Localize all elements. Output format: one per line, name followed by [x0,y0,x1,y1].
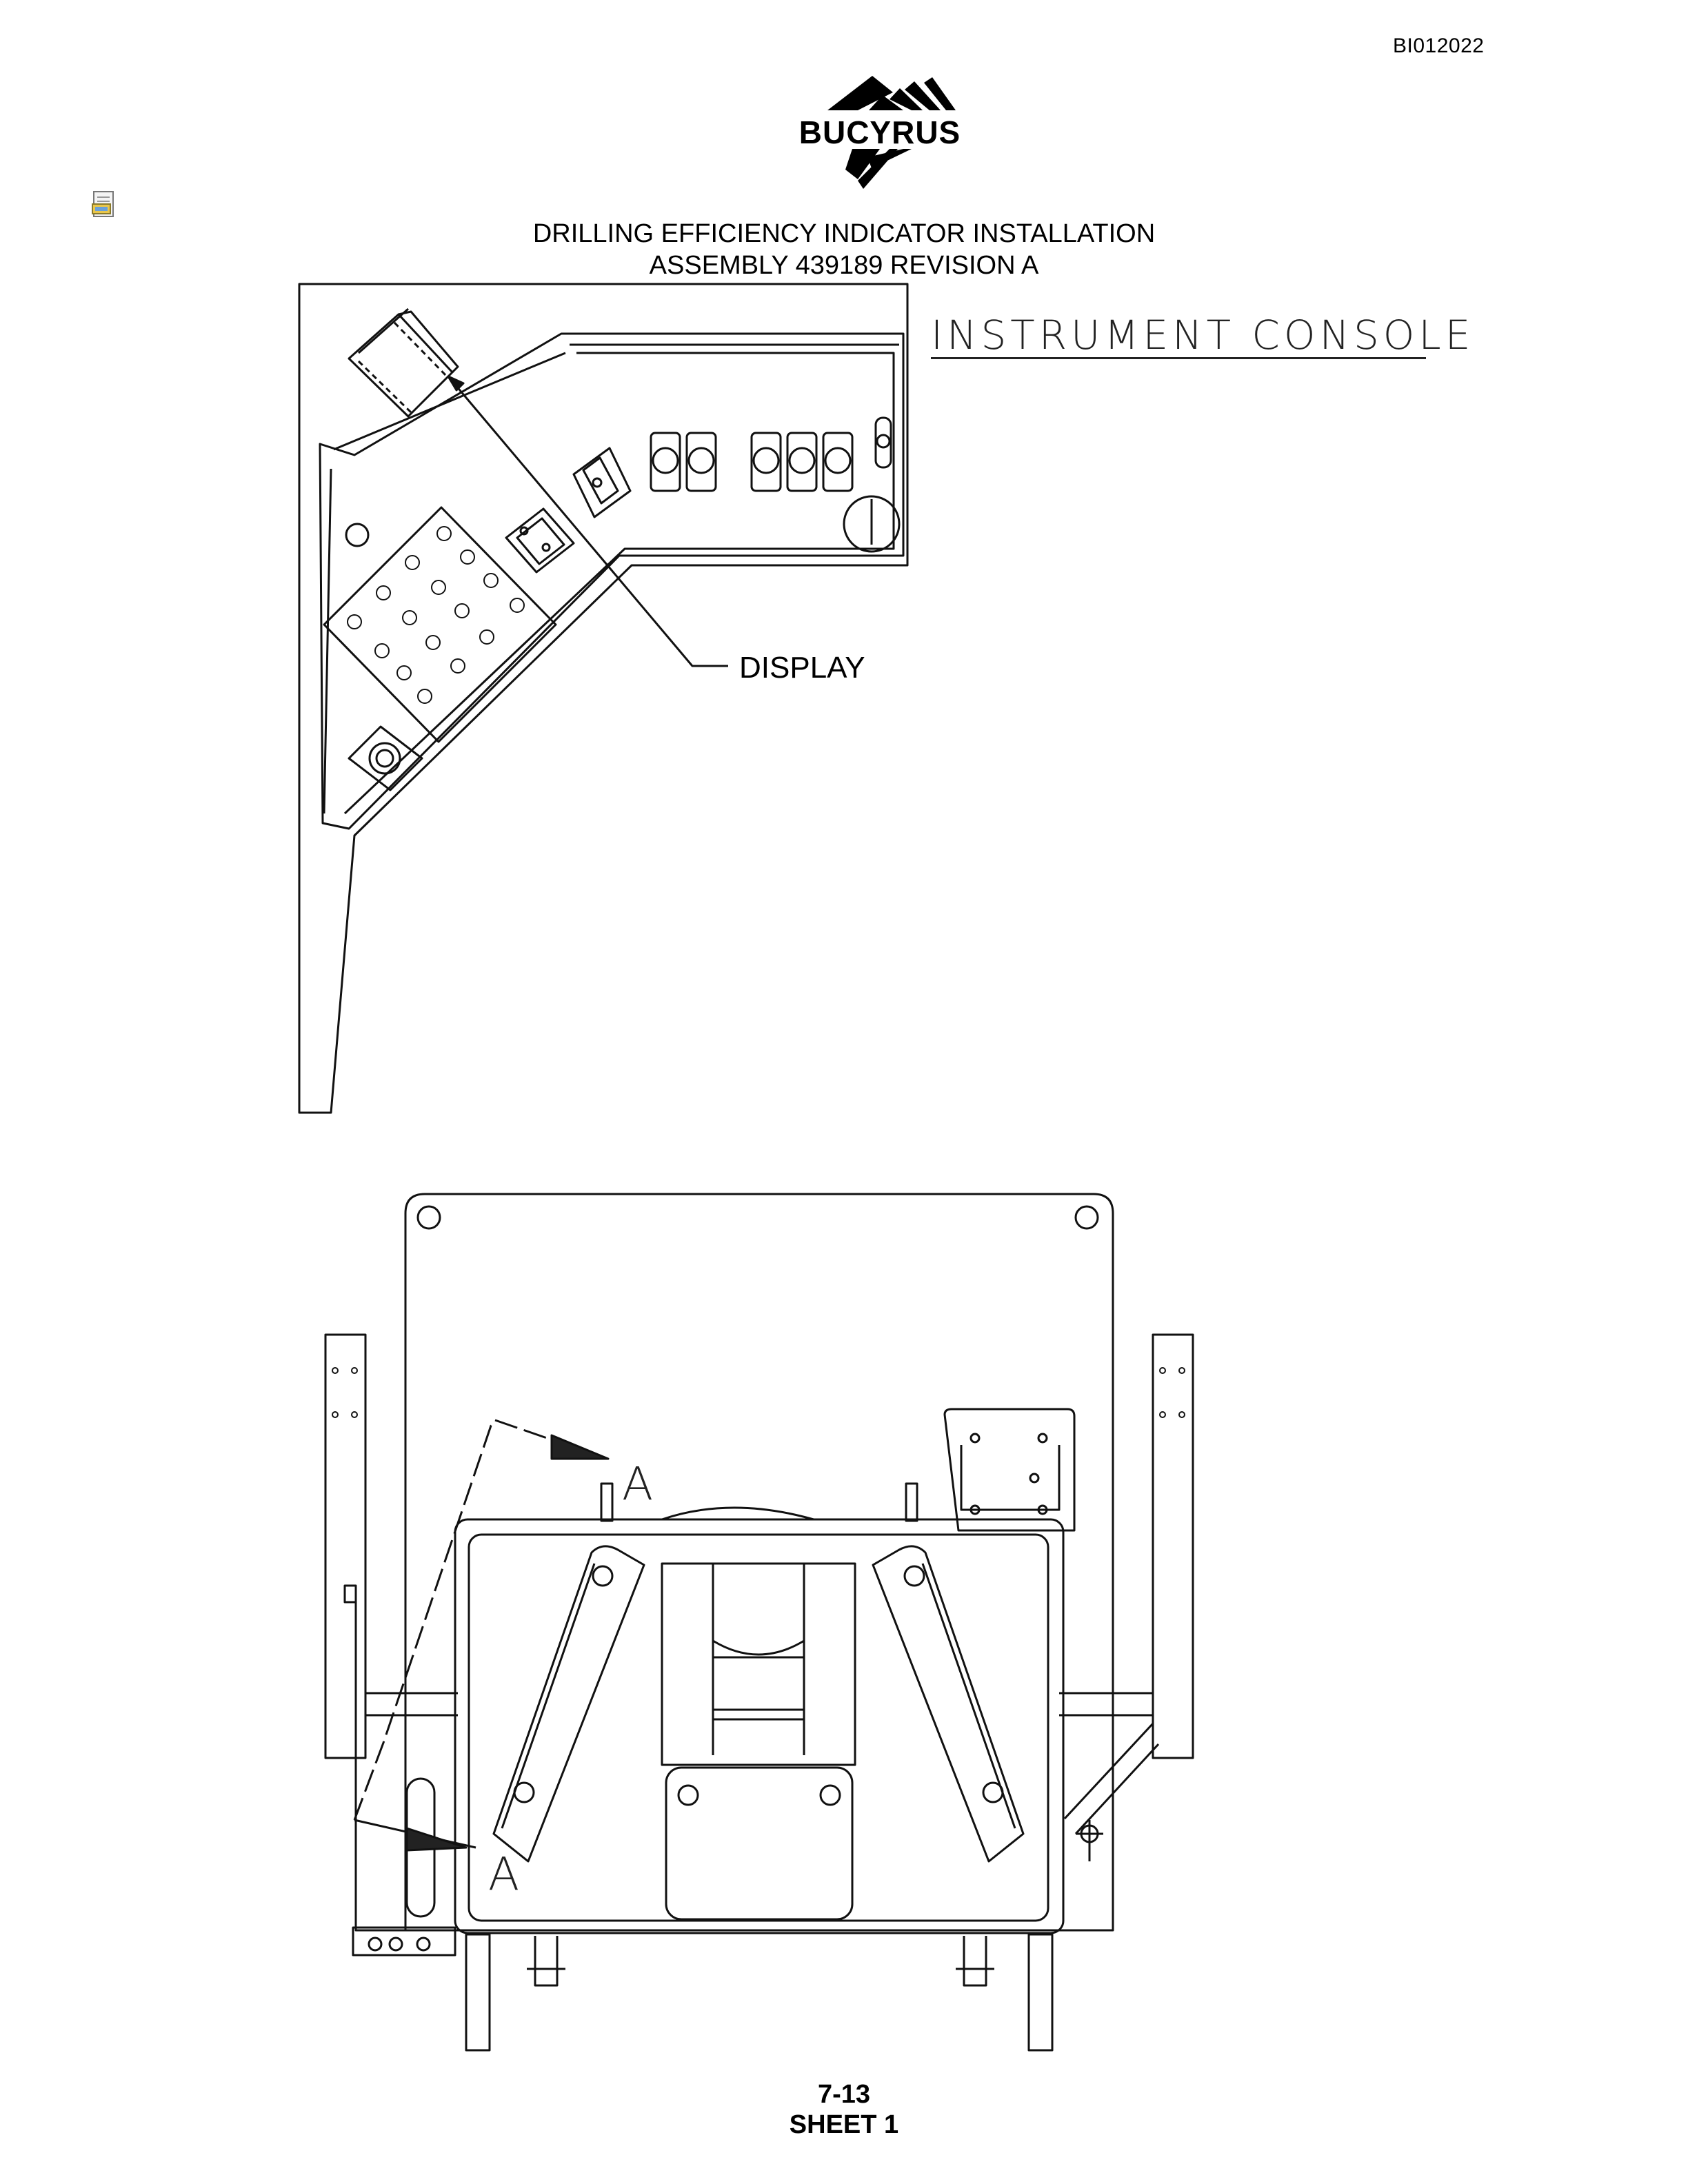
section-label-a-top: A [622,1457,654,1510]
panel-gauges [650,416,901,553]
console-top-view [298,283,909,1114]
bucyrus-logo: BUCYRUS [799,76,961,189]
document-attachment-icon[interactable] [90,190,119,219]
logo-wordmark: BUCYRUS [799,114,961,150]
document-title-line1: DRILLING EFFICIENCY INDICATOR INSTALLATI… [532,219,1156,248]
knob-grid [323,506,557,743]
console-label-underline [931,357,1426,359]
section-label-a-bottom: A [488,1848,520,1901]
document-title-line2: ASSEMBLY 439189 REVISION A [649,251,1039,280]
sheet-number: SHEET 1 [789,2110,899,2139]
display-leader-line [447,376,728,667]
mounting-assembly-view [324,1193,1194,2052]
document-id: BI012022 [1393,34,1485,57]
display-unit [348,307,459,418]
panel-switches [505,447,632,574]
round-connector [348,725,423,791]
display-callout-label: DISPLAY [739,651,865,685]
instrument-console-label: INSTRUMENT CONSOLE [931,312,1475,358]
mountain-icon [827,76,956,189]
page-number: 7-13 [817,2080,871,2109]
